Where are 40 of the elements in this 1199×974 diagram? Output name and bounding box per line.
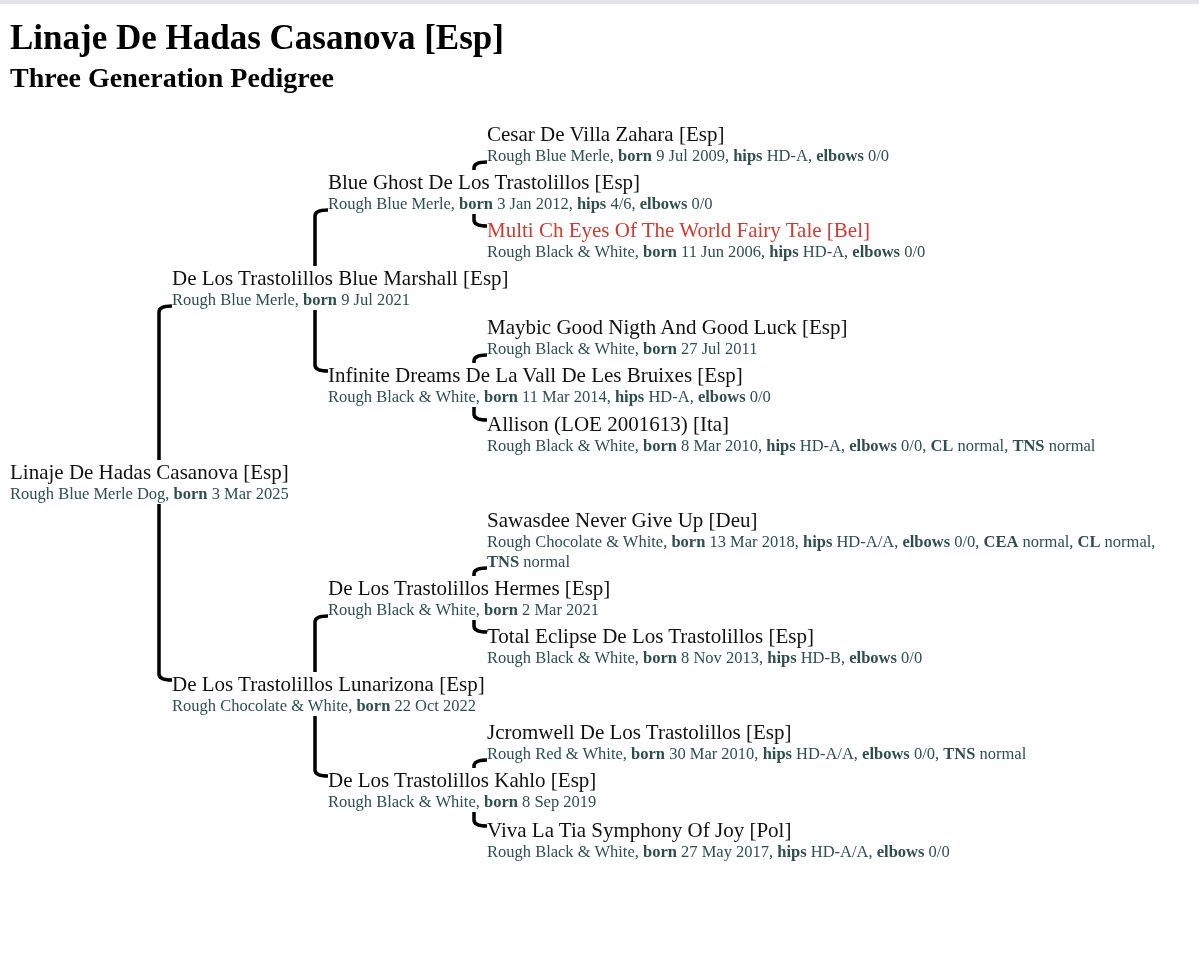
dog-details: Rough Chocolate & White, born 13 Mar 2018, hips HD-A/A, elbows 0/0, CEA normal, CL normal, TNS normal [487,532,1157,572]
pedigree-bracket [472,620,488,634]
dog-name: Blue Ghost De Los Trastolillos [Esp] [328,170,642,194]
dog-details: Rough Black & White, born 11 Mar 2014, hips HD-A, elbows 0/0 [328,387,771,407]
dog-name: De Los Trastolillos Kahlo [Esp] [328,768,597,792]
dog-details: Rough Black & White, born 8 Sep 2019 [328,792,597,812]
page-title: Linaje De Hadas Casanova [Esp] [10,18,504,58]
dog-name: Linaje De Hadas Casanova [Esp] [10,460,289,484]
page-subtitle: Three Generation Pedigree [10,62,334,94]
dog-name: De Los Trastolillos Hermes [Esp] [328,576,611,600]
dog-details: Rough Black & White, born 27 May 2017, hips HD-A/A, elbows 0/0 [487,842,950,862]
dog-details: Rough Blue Merle, born 9 Jul 2021 [172,290,411,310]
dog-name: Total Eclipse De Los Trastolillos [Esp] [487,624,815,648]
dog-name: Allison (LOE 2001613) [Ita] [487,412,731,436]
pedigree-bracket [472,353,488,364]
dog-details: Rough Black & White, born 11 Jun 2006, hips HD-A, elbows 0/0 [487,242,926,262]
pedigree-bracket [472,812,488,828]
dog-name: Maybic Good Nigth And Good Luck [Esp] [487,315,848,339]
dog-details: Rough Black & White, born 27 Jul 2011 [487,339,759,359]
pedigree-bracket [472,160,488,171]
pedigree-bracket [472,214,488,228]
dog-details: Rough Black & White, born 8 Mar 2010, hips HD-A, elbows 0/0, CL normal, TNS normal [487,436,1096,456]
pedigree-bracket [472,758,488,769]
pedigree-bracket [472,566,488,577]
dog-details: Rough Blue Merle, born 9 Jul 2009, hips HD-A, elbows 0/0 [487,146,890,166]
dog-details: Rough Black & White, born 8 Nov 2013, hips HD-B, elbows 0/0 [487,648,923,668]
dog-name: De Los Trastolillos Blue Marshall [Esp] [172,266,509,290]
dog-details: Rough Blue Merle Dog, born 3 Mar 2025 [10,484,289,504]
dog-name: Sawasdee Never Give Up [Deu] [487,508,759,532]
dog-name: De Los Trastolillos Lunarizona [Esp] [172,672,485,696]
dog-details: Rough Blue Merle, born 3 Jan 2012, hips 4/6, elbows 0/0 [328,194,713,214]
dog-name: Cesar De Villa Zahara [Esp] [487,122,726,146]
dog-details: Rough Chocolate & White, born 22 Oct 2022 [172,696,478,716]
dog-details: Rough Black & White, born 2 Mar 2021 [328,600,601,620]
dog-name: Multi Ch Eyes Of The World Fairy Tale [Bel] [487,218,871,242]
dog-name: Jcromwell De Los Trastolillos [Esp] [487,720,793,744]
dog-name: Infinite Dreams De La Vall De Les Bruixes [Esp] [328,363,744,387]
dog-name: Viva La Tia Symphony Of Joy [Pol] [487,818,793,842]
pedigree-bracket [472,407,488,422]
dog-details: Rough Red & White, born 30 Mar 2010, hips HD-A/A, elbows 0/0, TNS normal [487,744,1027,764]
